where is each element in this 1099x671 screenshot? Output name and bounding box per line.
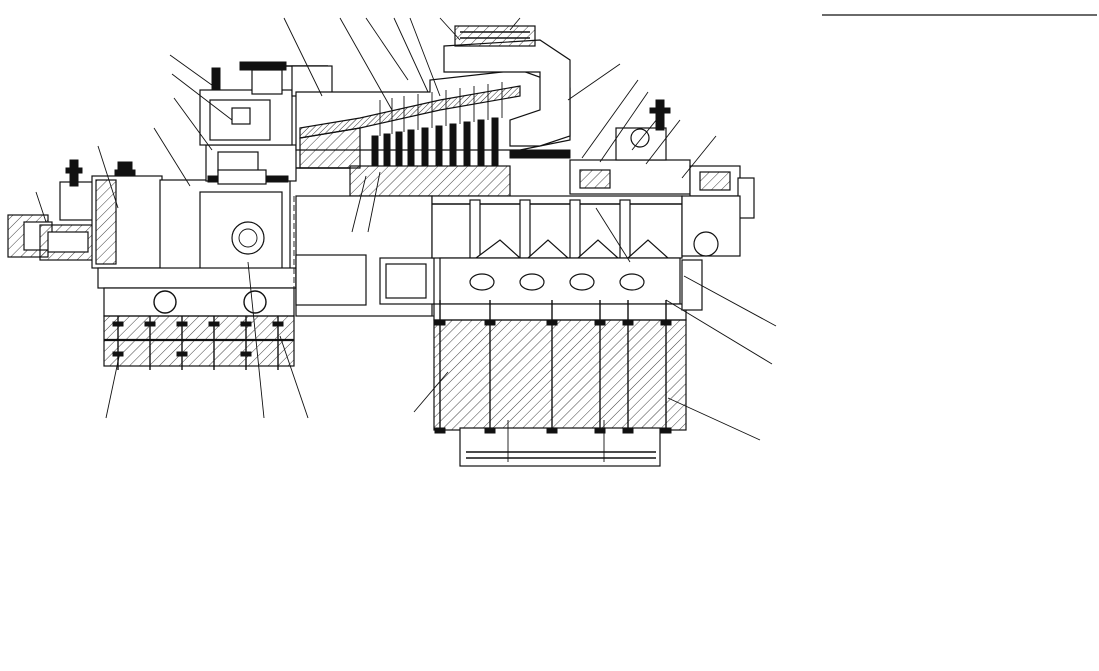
rotor-drum	[295, 149, 571, 317]
reference-lines	[293, 196, 434, 317]
main-foundation-bolts	[434, 300, 672, 462]
exhaust-hood	[443, 25, 571, 147]
hp-casing	[295, 69, 571, 169]
coupling-end-assembly	[7, 159, 163, 269]
rear-bearing-assembly	[569, 99, 755, 219]
front-foundation-bolts	[112, 316, 284, 370]
foundation-block	[433, 319, 687, 467]
governor-valve-gear	[199, 61, 341, 185]
main-support-frame	[431, 195, 741, 321]
front-bearing-pedestal	[97, 179, 297, 367]
callout-leader-lines	[35, 17, 777, 441]
